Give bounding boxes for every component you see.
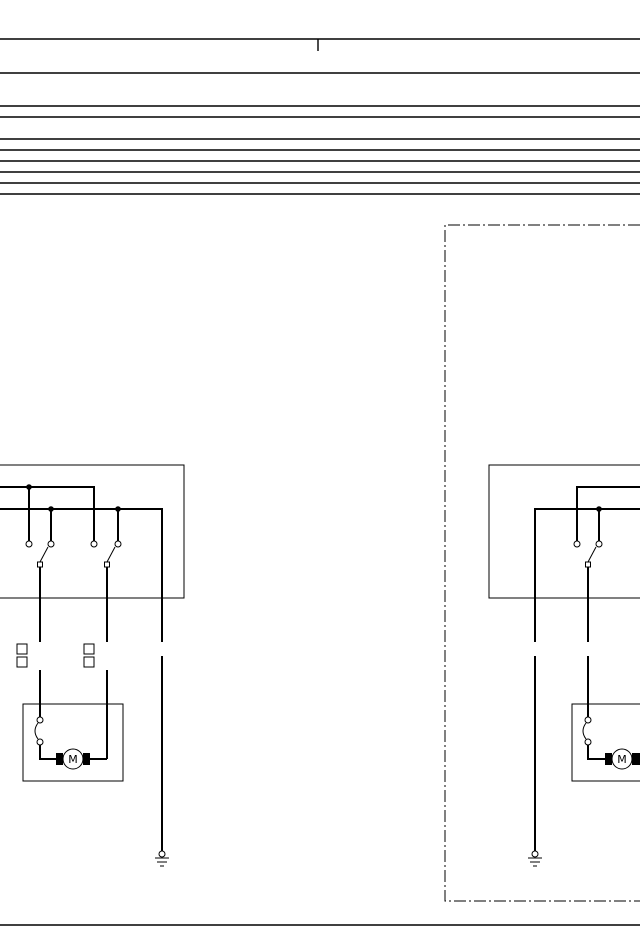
left-circuit: M (0, 464, 185, 867)
right-circuit: M (488, 464, 640, 867)
motor-label: M (617, 753, 627, 766)
right-motor-box (571, 703, 640, 782)
motor-label: M (68, 753, 78, 766)
ground-icon (528, 850, 542, 867)
junction-dot (115, 506, 121, 512)
right-wire-lower (534, 508, 640, 642)
junction-dot (26, 484, 32, 490)
right-wire-upper (576, 486, 640, 541)
left-connector (16, 643, 95, 668)
left-wire-upper (0, 486, 95, 541)
left-switch-2 (90, 540, 122, 568)
right-switch-1 (573, 540, 603, 568)
junction-dot (596, 506, 602, 512)
left-wire-lower (0, 508, 163, 642)
header-lines (0, 38, 640, 195)
right-switch-box (488, 464, 640, 599)
component-boundary (444, 224, 640, 902)
left-switch-box (0, 464, 185, 599)
junction-dot (48, 506, 54, 512)
left-motor-box (22, 703, 124, 782)
left-switch-1 (25, 540, 55, 568)
ground-icon (155, 850, 169, 867)
